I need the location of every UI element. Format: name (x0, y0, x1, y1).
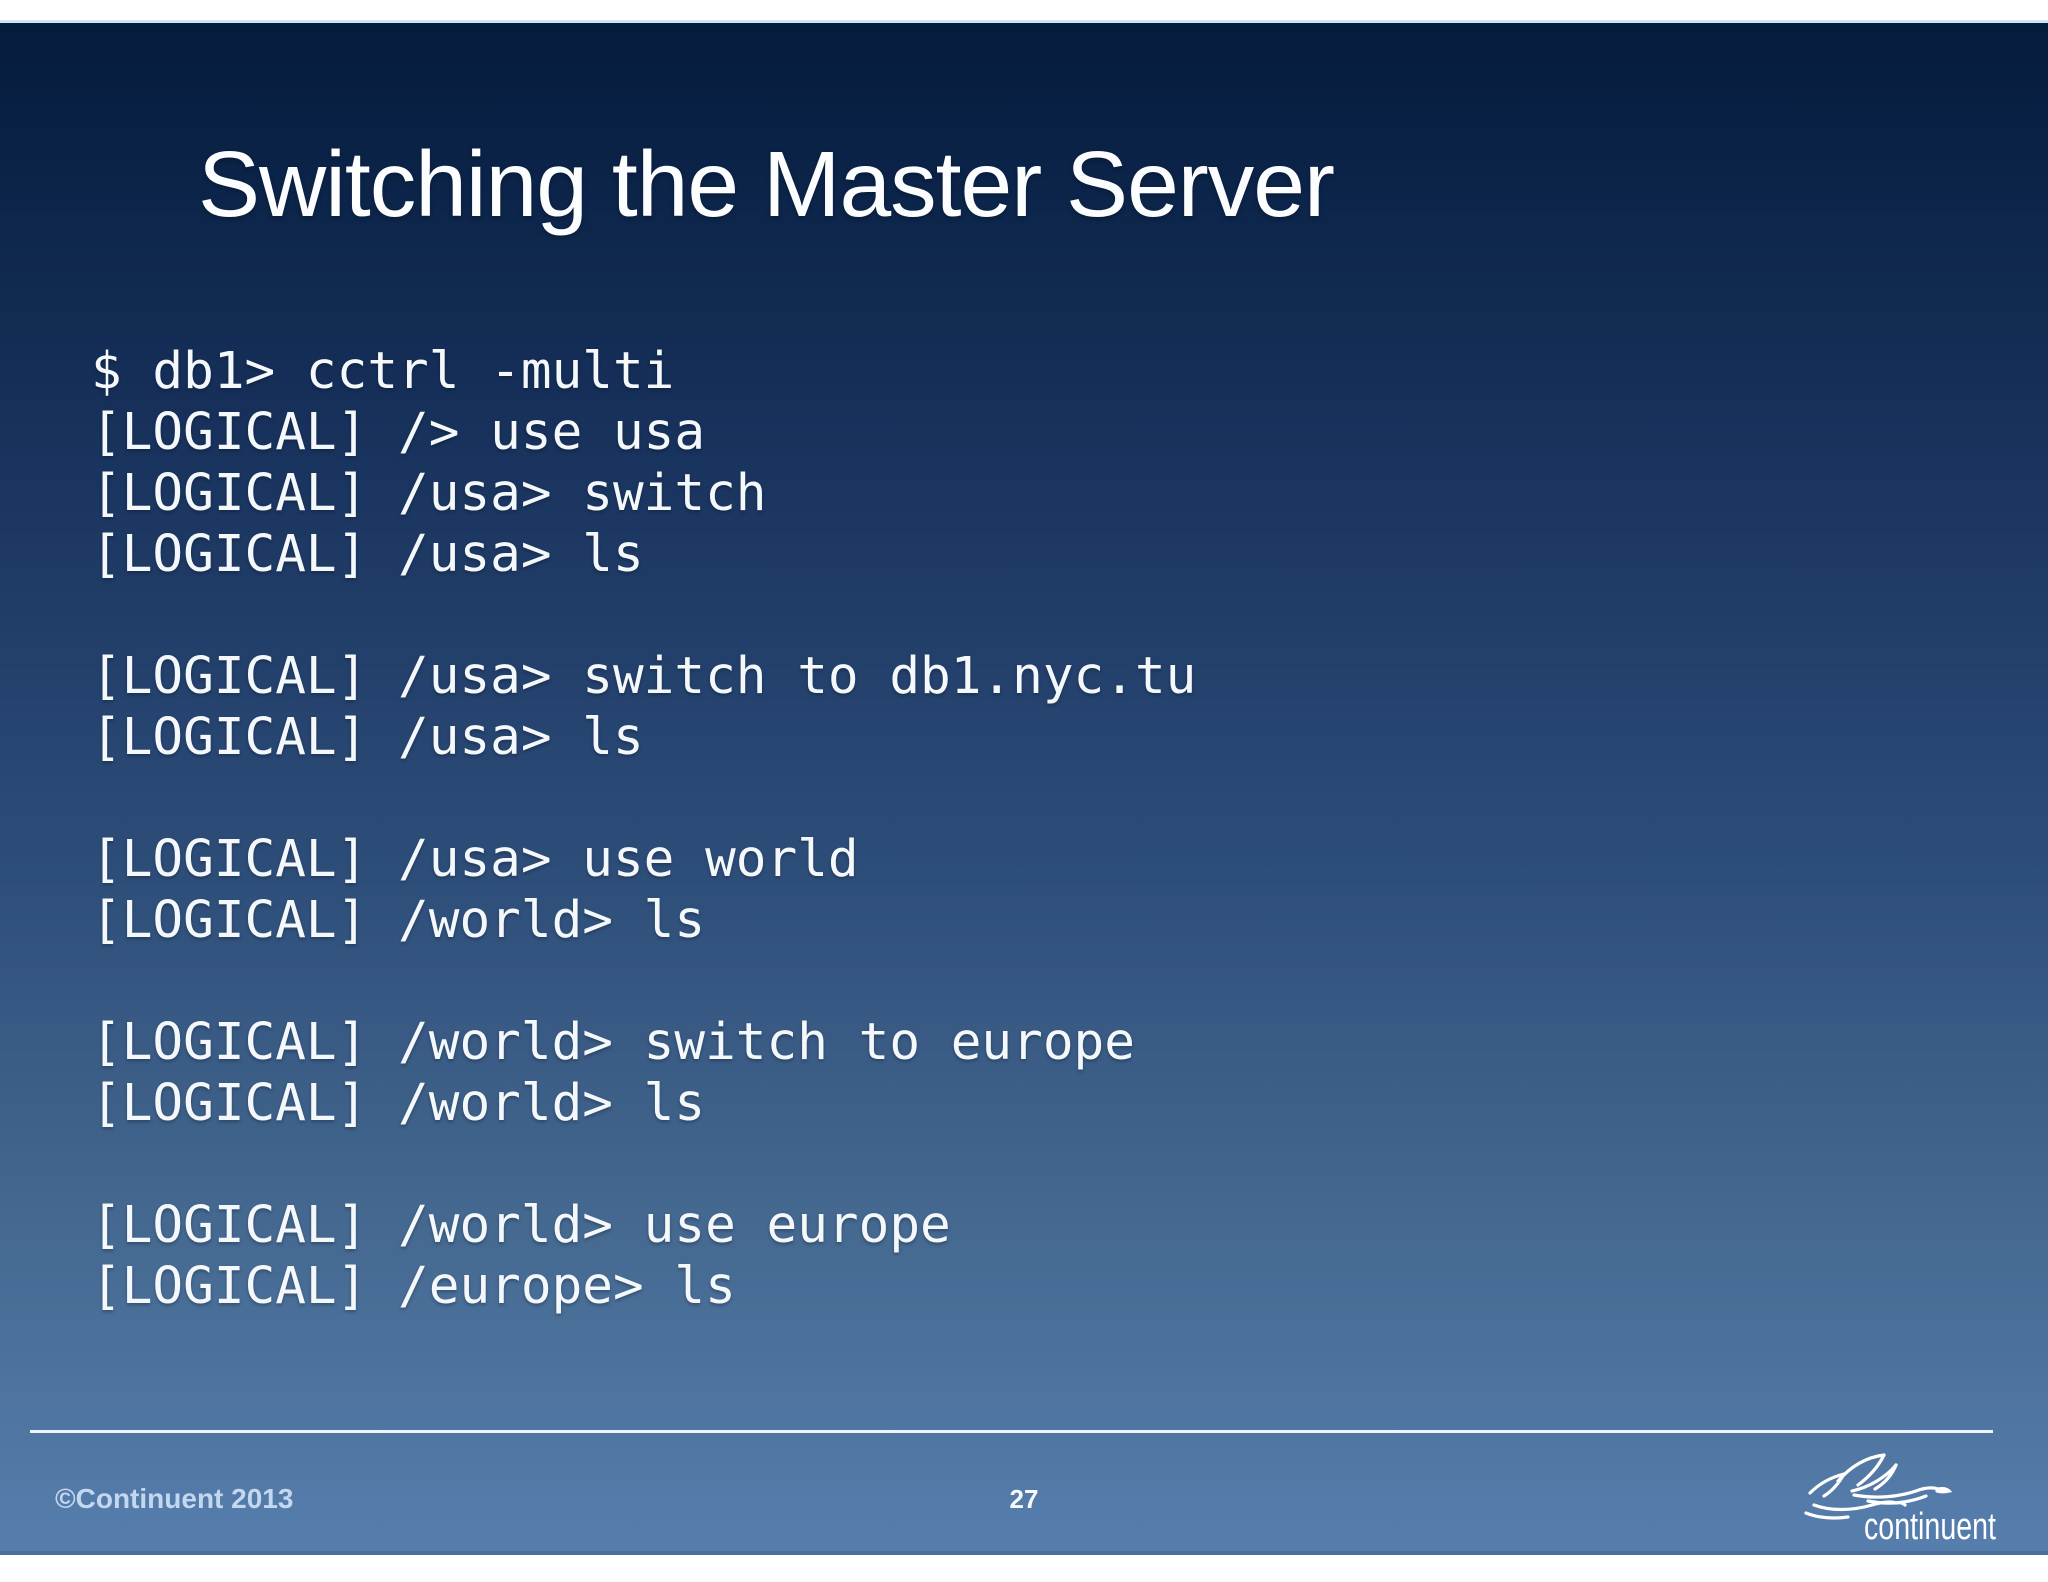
terminal-line: [LOGICAL] /world> use europe (91, 1196, 951, 1255)
terminal-line: [LOGICAL] /usa> switch to db1.nyc.tu (91, 647, 1197, 706)
top-margin-strip (0, 0, 2048, 23)
footer-divider-line (30, 1430, 1993, 1433)
terminal-line: $ db1> cctrl -multi (91, 342, 675, 401)
flying-geese-icon: continuent (1804, 1453, 1996, 1548)
slide-background (0, 23, 2048, 1555)
terminal-line: [LOGICAL] /usa> switch (91, 464, 767, 523)
page-number: 27 (1009, 1484, 1039, 1514)
slide-title: Switching the Master Server (198, 132, 1335, 236)
terminal-line: [LOGICAL] /usa> ls (91, 708, 644, 767)
terminal-line-blank (91, 951, 1991, 1012)
terminal-line-blank (91, 585, 1991, 646)
terminal-line-blank (91, 768, 1991, 829)
terminal-block: $ db1> cctrl -multi [LOGICAL] /> use usa… (91, 341, 1991, 1317)
copyright-text: ©Continuent 2013 (55, 1483, 294, 1514)
logo-wordmark: continuent (1864, 1506, 1996, 1548)
terminal-line: [LOGICAL] /usa> use world (91, 830, 859, 889)
terminal-line: [LOGICAL] /usa> ls (91, 525, 644, 584)
continuent-logo: continuent (1796, 1441, 2000, 1551)
terminal-line: [LOGICAL] /europe> ls (91, 1257, 736, 1316)
terminal-line: [LOGICAL] /world> ls (91, 1074, 706, 1133)
terminal-line: [LOGICAL] /> use usa (91, 403, 706, 462)
terminal-line: [LOGICAL] /world> switch to europe (91, 1013, 1135, 1072)
terminal-line-blank (91, 1134, 1991, 1195)
bottom-margin-strip (0, 1555, 2048, 1582)
terminal-line: [LOGICAL] /world> ls (91, 891, 706, 950)
